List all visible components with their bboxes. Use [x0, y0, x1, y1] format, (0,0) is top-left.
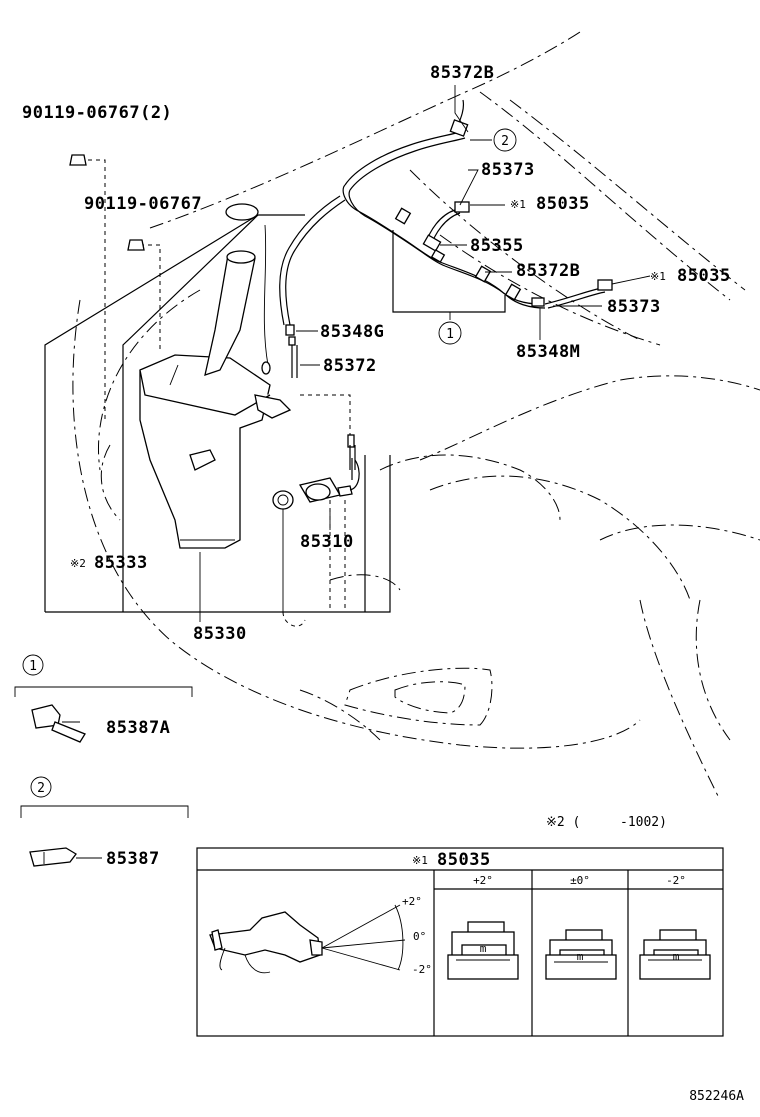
gauge-plus2: m: [447, 921, 519, 980]
callout-circles: 2 1 1 2: [22, 128, 517, 798]
label-85373-mid: 85373: [607, 297, 661, 317]
gauge-zero-mark: m: [577, 950, 584, 963]
note-suffix: -1002): [620, 815, 667, 830]
connectors: [69, 119, 613, 346]
header-zero: ±0°: [570, 874, 590, 887]
label-85355: 85355: [470, 236, 524, 256]
enclosure-frame: [44, 214, 391, 613]
ref-mark-1b: ※1: [650, 270, 666, 283]
nozzle-angle-table: ※1 85035 +2° ±0° -2° +2° 0° -2° m: [196, 847, 724, 1037]
washer-tank: [139, 203, 292, 549]
gauge-minus2: m: [639, 929, 711, 980]
ref-mark-2: ※2: [70, 557, 86, 570]
label-85372b-top: 85372B: [430, 63, 494, 83]
callout-2-legend: 2: [37, 781, 45, 796]
label-85035-b: 85035: [677, 266, 731, 286]
gauge-zero: m: [545, 929, 617, 980]
hoses: [279, 99, 606, 470]
label-85330: 85330: [193, 624, 247, 644]
clip-bracket: [392, 230, 541, 340]
label-90119-06767-2: 90119-06767(2): [22, 103, 172, 123]
header-minus2: -2°: [666, 874, 686, 887]
pump-assembly: [272, 434, 360, 510]
label-85035-a: 85035: [536, 194, 590, 214]
angle-zero: 0°: [413, 930, 426, 943]
callout-2-top: 2: [501, 134, 509, 149]
note-prefix: ※2 (: [546, 815, 580, 830]
label-85373-top: 85373: [481, 160, 535, 180]
clip-legend: 85387A 85387: [14, 686, 193, 869]
label-85372b-mid: 85372B: [516, 261, 580, 281]
angle-plus: +2°: [402, 895, 422, 908]
clip-85387a-icon: [31, 704, 61, 729]
table-title-mark: ※1: [412, 854, 428, 867]
part-labels: 85372B 90119-06767(2) 90119-06767 85373 …: [22, 63, 731, 644]
gauge-minus2-mark: m: [673, 950, 680, 963]
label-85348g: 85348G: [320, 322, 384, 342]
ref-mark-1a: ※1: [510, 198, 526, 211]
gauge-plus2-mark: m: [480, 942, 487, 955]
label-85372: 85372: [323, 356, 377, 376]
label-85310: 85310: [300, 532, 354, 552]
label-85348m: 85348M: [516, 342, 580, 362]
hood-outline: [72, 31, 760, 801]
callout-1-legend: 1: [29, 659, 37, 674]
callout-1-mid: 1: [446, 327, 454, 342]
figure-id: 852246A: [689, 1089, 744, 1104]
label-85333: 85333: [94, 553, 148, 573]
label-leaders: [62, 85, 651, 859]
footnote: ※2 ( -1002): [546, 815, 667, 830]
table-title: 85035: [437, 850, 491, 870]
label-85387: 85387: [106, 849, 160, 869]
clip-85387-icon: [29, 847, 77, 867]
label-85387a: 85387A: [106, 718, 170, 738]
nozzle-illustration: +2° 0° -2°: [209, 895, 432, 976]
angle-minus: -2°: [412, 963, 432, 976]
header-plus2: +2°: [473, 874, 493, 887]
label-90119-06767: 90119-06767: [84, 194, 202, 214]
